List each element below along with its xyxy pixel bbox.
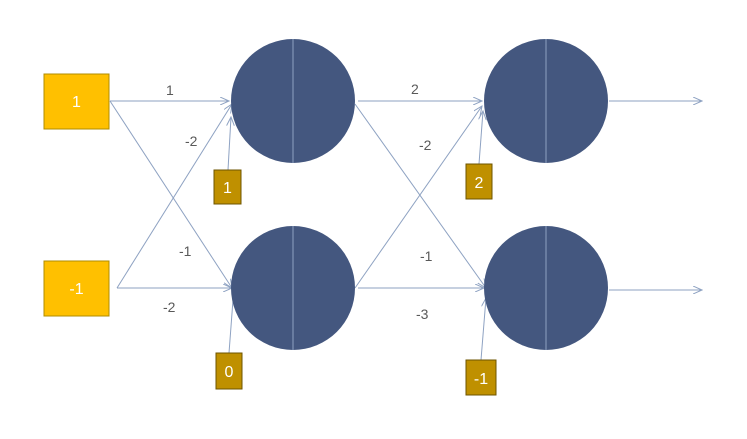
weight-label-h1-o2: -1 bbox=[420, 248, 433, 264]
edge-x2-h1 bbox=[116, 104, 232, 289]
neuron-o2 bbox=[484, 226, 608, 350]
bias-edge-o1 bbox=[479, 111, 483, 165]
weight-label-h2-o2: -3 bbox=[416, 306, 429, 322]
weight-label-x1-h2: -1 bbox=[179, 243, 192, 259]
bias-node-h2: 0 bbox=[215, 352, 243, 390]
bias-edge-h2 bbox=[228, 299, 234, 354]
edge-x1-h2 bbox=[109, 100, 232, 288]
neuron-o1 bbox=[484, 39, 608, 163]
weight-label-h1-o1: 2 bbox=[411, 81, 419, 97]
bias-node-o2: -1 bbox=[465, 359, 497, 396]
bias-value-h1: 1 bbox=[223, 180, 232, 197]
neuron-h1 bbox=[231, 39, 355, 163]
weight-label-x1-h1: 1 bbox=[166, 82, 174, 98]
weight-label-x2-h1: -2 bbox=[185, 133, 198, 149]
bias-value-h2: 0 bbox=[225, 364, 234, 381]
edge-h2-o1 bbox=[354, 106, 482, 289]
bias-value-o2: -1 bbox=[474, 371, 488, 388]
edge-h1-o2 bbox=[354, 103, 486, 288]
bias-edge-h1 bbox=[228, 117, 231, 171]
input-node-x1: 1 bbox=[43, 73, 110, 130]
bias-edge-o2 bbox=[480, 298, 486, 361]
input-node-x2: -1 bbox=[43, 260, 110, 317]
bias-node-o1: 2 bbox=[465, 163, 493, 200]
neuron-h2 bbox=[231, 226, 355, 350]
input-value-x2: -1 bbox=[69, 281, 83, 298]
bias-node-h1: 1 bbox=[213, 169, 242, 205]
bias-value-o1: 2 bbox=[475, 175, 484, 192]
weight-label-x2-h2: -2 bbox=[163, 299, 176, 315]
input-value-x1: 1 bbox=[72, 94, 81, 111]
weight-label-h2-o1: -2 bbox=[419, 137, 432, 153]
